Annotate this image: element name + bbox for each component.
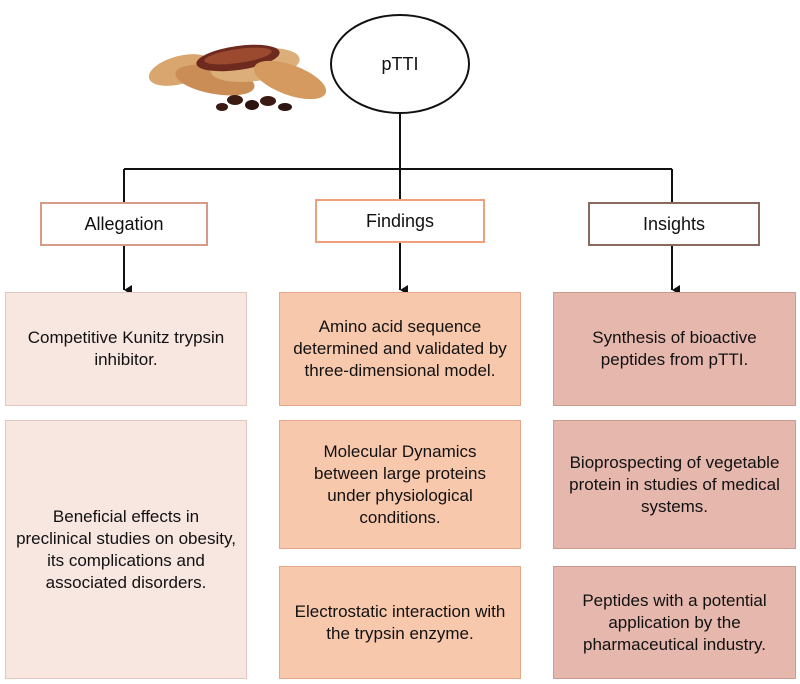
- allegation-card-1-text: Competitive Kunitz trypsin inhibitor.: [27, 328, 225, 369]
- findings-card-1-text: Amino acid sequence determined and valid…: [293, 317, 507, 380]
- header-allegation-label: Allegation: [84, 213, 164, 234]
- findings-card-1: Amino acid sequence determined and valid…: [279, 292, 521, 406]
- insights-card-3: Peptides with a potential application by…: [553, 566, 796, 679]
- header-insights-label: Insights: [642, 213, 706, 234]
- tamarind-image: [148, 44, 327, 111]
- findings-card-2: Molecular Dynamics between large protein…: [279, 420, 521, 549]
- header-findings-label: Findings: [365, 210, 435, 231]
- findings-card-3-text: Electrostatic interaction with the tryps…: [294, 601, 506, 643]
- insights-card-2: Bioprospecting of vegetable protein in s…: [553, 420, 796, 549]
- header-findings: Findings: [315, 199, 485, 243]
- root-label: pTTI: [381, 53, 419, 74]
- header-insights: Insights: [588, 202, 760, 246]
- findings-card-2-text: Molecular Dynamics between large protein…: [313, 441, 486, 527]
- insights-card-1-text: Synthesis of bioactive peptides from pTT…: [592, 328, 757, 369]
- allegation-card-1: Competitive Kunitz trypsin inhibitor.: [5, 292, 247, 406]
- insights-card-2-text: Bioprospecting of vegetable protein in s…: [569, 452, 780, 516]
- findings-card-3: Electrostatic interaction with the tryps…: [279, 566, 521, 679]
- allegation-card-2-text: Beneficial effects in preclinical studie…: [16, 506, 236, 592]
- root-node: pTTI: [330, 14, 470, 114]
- insights-card-3-text: Peptides with a potential application by…: [582, 590, 767, 654]
- insights-card-1: Synthesis of bioactive peptides from pTT…: [553, 292, 796, 406]
- allegation-card-2: Beneficial effects in preclinical studie…: [5, 420, 247, 679]
- header-allegation: Allegation: [40, 202, 208, 246]
